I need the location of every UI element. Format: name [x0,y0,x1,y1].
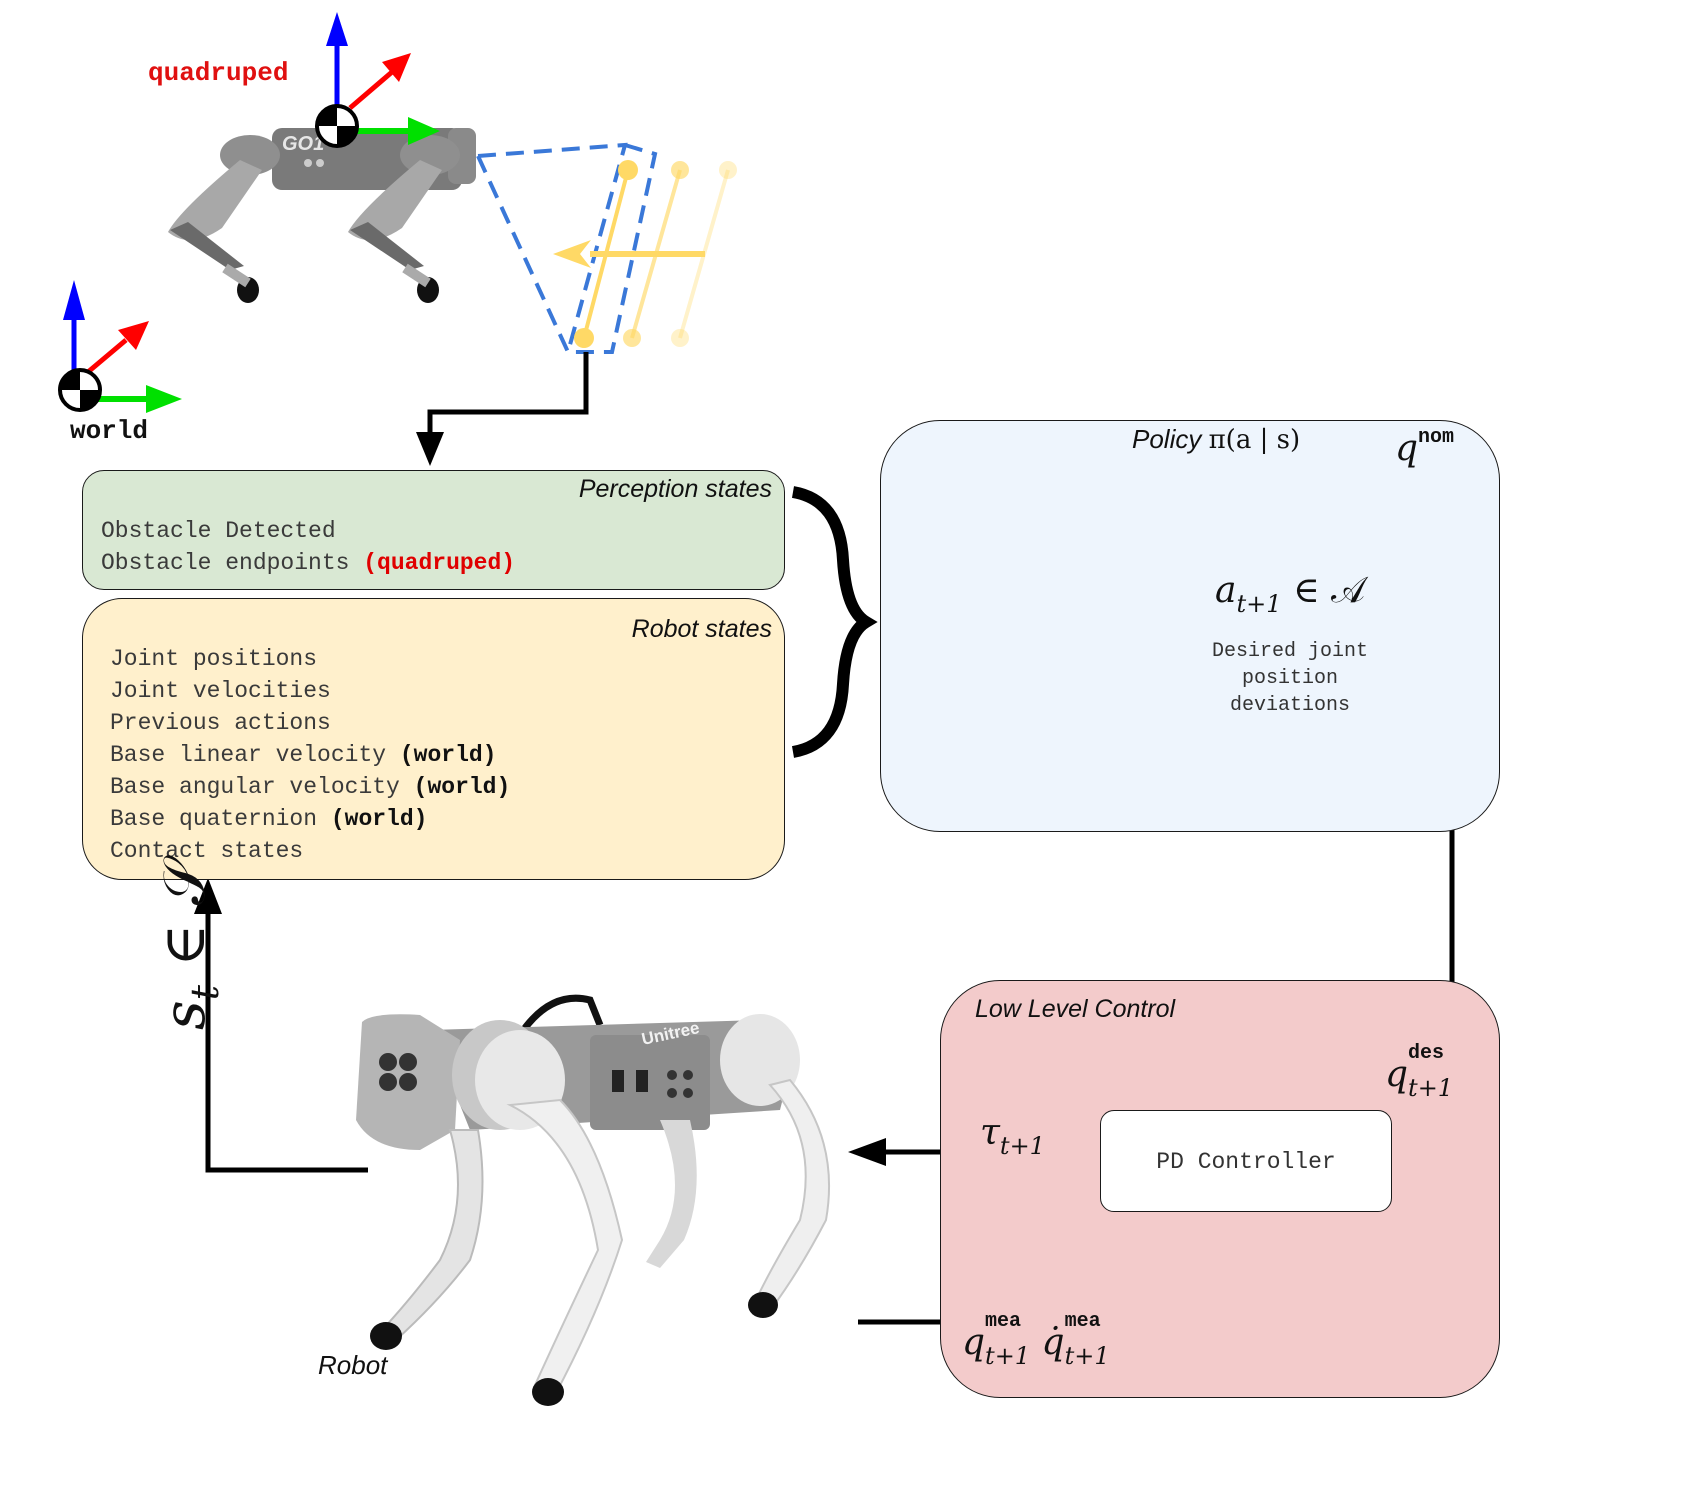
top-robot-head [448,128,476,184]
state-feedback-connector [205,908,368,1173]
robot-state-text: Contact states [110,838,304,864]
robot-state-item: Joint velocities [110,675,510,707]
robot-states-input-arrowhead [194,878,222,914]
measured-q-sup: mea [985,1310,1022,1333]
robot-caption: Robot [318,1350,388,1380]
robot-state-text: Base linear velocity [110,742,400,768]
measured-qdot-sup: mea [1064,1310,1101,1333]
robot-states-list: Joint positions Joint velocities Previou… [110,643,510,867]
desired-sub: t+1 [1408,1074,1454,1102]
robot-state-text: Base angular velocity [110,774,414,800]
robot-state-text: Joint velocities [110,678,331,704]
state-merge-brace [791,486,878,758]
low-level-control-title: Low Level Control [975,995,1176,1023]
camera-to-perception-connector [427,352,589,438]
desired-base: q [1385,1054,1409,1095]
robot-state-text: Previous actions [110,710,331,736]
top-robot-badge: GO1 [282,133,324,155]
quadruped-y-axis [348,70,394,110]
robot-state-item: Previous actions [110,707,510,739]
world-y-arrowhead [118,321,149,350]
pd-controller-block: PD Controller [1100,1110,1392,1212]
world-frame-axes [58,280,182,413]
quadruped-z-arrowhead [326,12,348,46]
frame-tag-world: (world) [399,742,497,768]
perception-input-arrowhead [416,432,444,466]
perception-state-text: Obstacle Detected [101,518,336,544]
camera-field-of-view [476,142,658,354]
state-sub: t [183,984,227,1001]
torque-label: τt+1 [980,1112,1045,1160]
measured-qdot-base: q̇ [1041,1322,1065,1363]
robot-states-panel: Robot states Joint positions Joint veloc… [82,598,785,880]
quadruped-origin-icon [315,104,359,148]
policy-formula: π(a | s) [1208,425,1301,455]
obstacle-endpoint-bottom [574,328,594,348]
action-space: ∈ 𝒜 [1281,570,1366,611]
perception-states-list: Obstacle Detected Obstacle endpoints (qu… [101,515,515,579]
nominal-position-label: qnom [1395,426,1455,469]
frame-tag-world: (world) [413,774,511,800]
policy-panel [880,420,1500,832]
perception-states-title: Perception states [578,475,772,503]
obstacle-endpoint-top [618,160,638,180]
measured-q-base: q [962,1322,986,1363]
nominal-sup: nom [1418,426,1455,449]
quadruped-frame-label: quadruped [148,58,289,88]
perception-states-panel: Perception states Obstacle Detected Obst… [82,470,785,590]
robot-state-item: Base linear velocity (world) [110,739,510,771]
robot-states-title: Robot states [631,615,772,643]
robot-state-item: Base quaternion (world) [110,803,510,835]
measured-q-sub: t+1 [985,1342,1031,1370]
state-base: s [150,1000,218,1030]
state-label: st ∈ 𝒮 [150,860,227,1030]
action-sub: t+1 [1236,590,1282,618]
world-x-arrowhead [146,385,182,413]
desired-sup: des [1408,1042,1445,1065]
state-space: ∈ 𝒮 [150,860,218,985]
perception-state-item: Obstacle Detected [101,515,515,547]
quadruped-y-arrowhead [382,53,411,82]
policy-title: Policy π(a | s) [1132,424,1300,455]
action-base: a [1215,570,1237,611]
top-robot-illustration: GO1 [168,106,476,303]
torque-base: τ [980,1112,1000,1153]
policy-title-text: Policy [1132,424,1202,454]
frame-tag-quadruped: (quadruped) [363,550,516,576]
pd-controller-label: PD Controller [1156,1149,1336,1175]
world-z-arrowhead [63,280,85,320]
robot-state-item: Base angular velocity (world) [110,771,510,803]
perception-state-text: Obstacle endpoints [101,550,364,576]
action-label: at+1 ∈ 𝒜 [1215,570,1366,618]
frame-tag-world: (world) [330,806,428,832]
obstacle-markers [553,160,737,348]
robot-state-text: Base quaternion [110,806,331,832]
measured-qdot-sub: t+1 [1064,1342,1110,1370]
perception-state-item: Obstacle endpoints (quadruped) [101,547,515,579]
quadruped-x-arrowhead [408,117,440,145]
world-y-axis [86,338,128,374]
action-description: Desired joint position deviations [1211,640,1369,717]
bottom-robot-illustration: Unitree [356,994,831,1406]
quadruped-frame-axes [315,12,440,148]
robot-state-item: Joint positions [110,643,510,675]
torque-arrowhead [848,1138,886,1166]
torque-sub: t+1 [999,1132,1045,1160]
robot-state-item: Contact states [110,835,510,867]
robot-state-text: Joint positions [110,646,318,672]
world-frame-label: world [70,416,149,446]
world-origin-icon [58,368,102,412]
nominal-base: q [1395,428,1419,469]
